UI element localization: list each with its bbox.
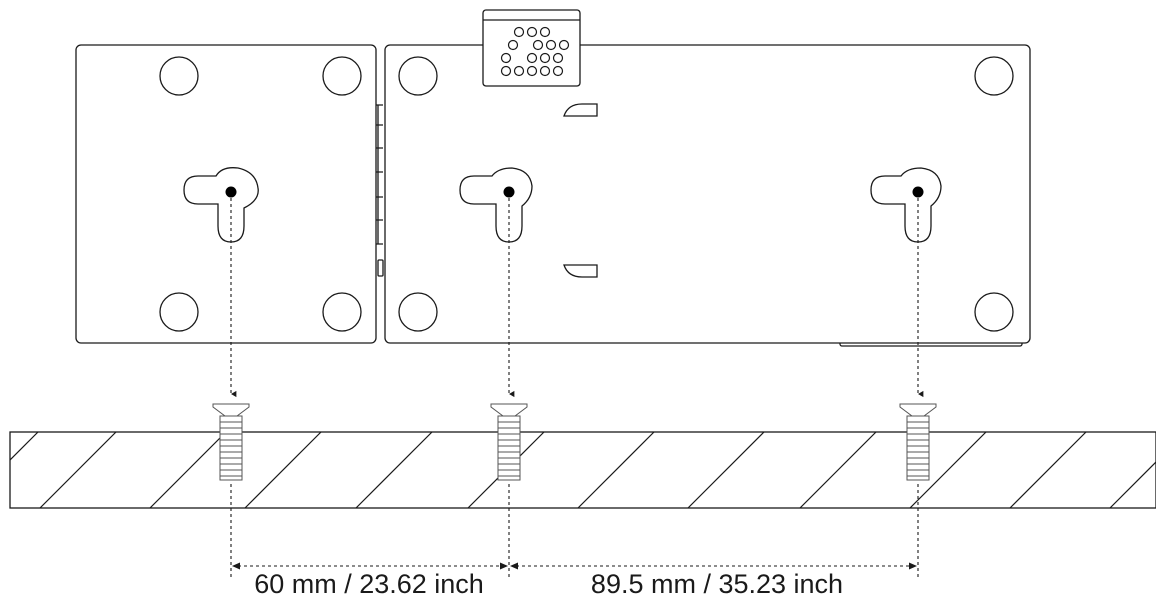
keyhole-slot [183, 167, 259, 243]
rubber-foot [322, 56, 362, 96]
rubber-foot [159, 56, 199, 96]
screw-right [899, 403, 937, 481]
mounting-hole [912, 186, 924, 198]
rubber-foot [398, 292, 438, 332]
dimension-lines [230, 484, 919, 578]
mounting-hole [225, 186, 237, 198]
rubber-foot [974, 56, 1014, 96]
dimension-arrowheads [232, 562, 917, 570]
mounting-hole [503, 186, 515, 198]
wall-hatching [10, 432, 1156, 508]
rubber-foot [322, 292, 362, 332]
side-connector [377, 259, 384, 277]
screw-middle [490, 403, 528, 481]
dimension-label-left: 60 mm / 23.62 inch [254, 569, 484, 599]
rubber-foot [974, 292, 1014, 332]
keyhole-slot [870, 167, 942, 243]
slot-cutout [563, 264, 598, 278]
wall-outline [9, 431, 1156, 509]
slot-cutout [563, 103, 598, 117]
right-device-body [384, 44, 1031, 344]
wall-section [9, 431, 1156, 509]
dimension-label-right: 89.5 mm / 35.23 inch [590, 569, 844, 599]
screw-left [212, 403, 250, 481]
right-device [384, 9, 1031, 347]
alignment-guides [230, 198, 924, 398]
keyhole-slot [459, 167, 533, 243]
side-ports [376, 104, 383, 245]
left-device [75, 44, 384, 344]
rubber-foot [398, 56, 438, 96]
rubber-foot [159, 292, 199, 332]
connector-pins [500, 26, 570, 77]
top-connector-tab [482, 9, 581, 87]
